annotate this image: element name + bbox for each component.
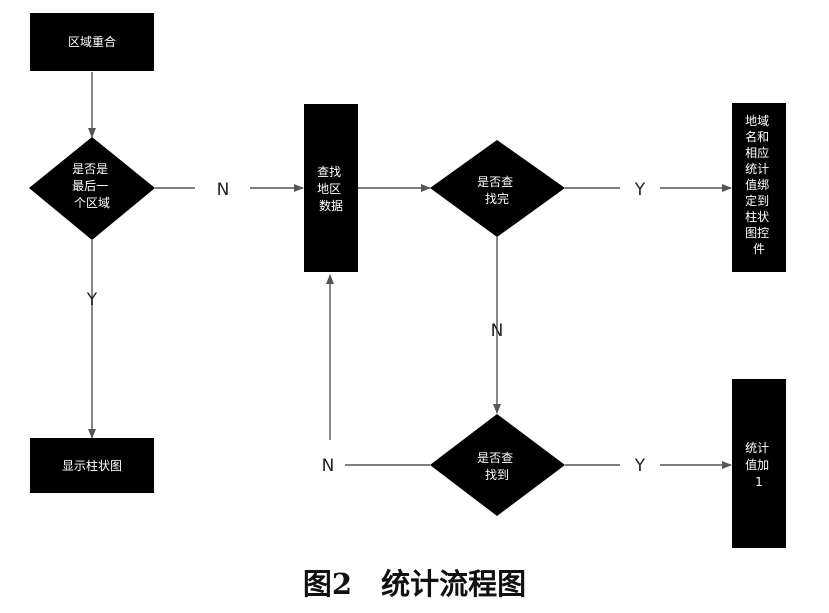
edge-label-last-region-no: N — [217, 180, 230, 200]
node-count-plus-one: 统计 值加 1 — [732, 379, 786, 548]
decision-diamond — [29, 137, 155, 240]
process-box — [732, 103, 786, 272]
node-find-region-data: 查找 地区 数据 — [304, 104, 358, 272]
node-label: 是否是 最后一 个区域 — [72, 162, 112, 210]
node-label: 查找 地区 数据 — [317, 165, 345, 213]
node-is-last-region: 是否是 最后一 个区域 — [29, 137, 155, 240]
edge-label-found-yes: Y — [634, 456, 646, 476]
node-label: 统计 值加 1 — [745, 441, 773, 489]
process-box — [30, 13, 154, 71]
connectors — [88, 72, 732, 469]
node-region-merge: 区域重合 — [30, 13, 154, 71]
edge-label-search-done-yes: Y — [634, 180, 646, 200]
node-label: 区域重合 — [68, 34, 116, 49]
node-label: 显示柱状图 — [62, 458, 122, 473]
process-box — [30, 438, 154, 493]
node-is-search-done: 是否查 找完 — [430, 140, 565, 237]
decision-diamond — [430, 414, 565, 516]
node-label: 地域 名和 相应 统计 值绑 定到 柱状 图控 件 — [745, 114, 773, 256]
node-bind-region-to-chart: 地域 名和 相应 统计 值绑 定到 柱状 图控 件 — [732, 103, 786, 272]
process-box — [732, 379, 786, 548]
process-box — [304, 104, 358, 272]
edge-label-last-region-yes: Y — [86, 290, 98, 310]
node-label: 是否查 找到 — [477, 451, 517, 482]
edge-label-search-done-no: N — [491, 321, 504, 341]
decision-diamond — [430, 140, 565, 237]
edge-label-found-no: N — [322, 456, 335, 476]
node-show-bar-chart: 显示柱状图 — [30, 438, 154, 493]
figure-caption: 图2 统计流程图 — [302, 567, 527, 601]
node-label: 是否查 找完 — [477, 175, 517, 206]
node-is-found: 是否查 找到 — [430, 414, 565, 516]
